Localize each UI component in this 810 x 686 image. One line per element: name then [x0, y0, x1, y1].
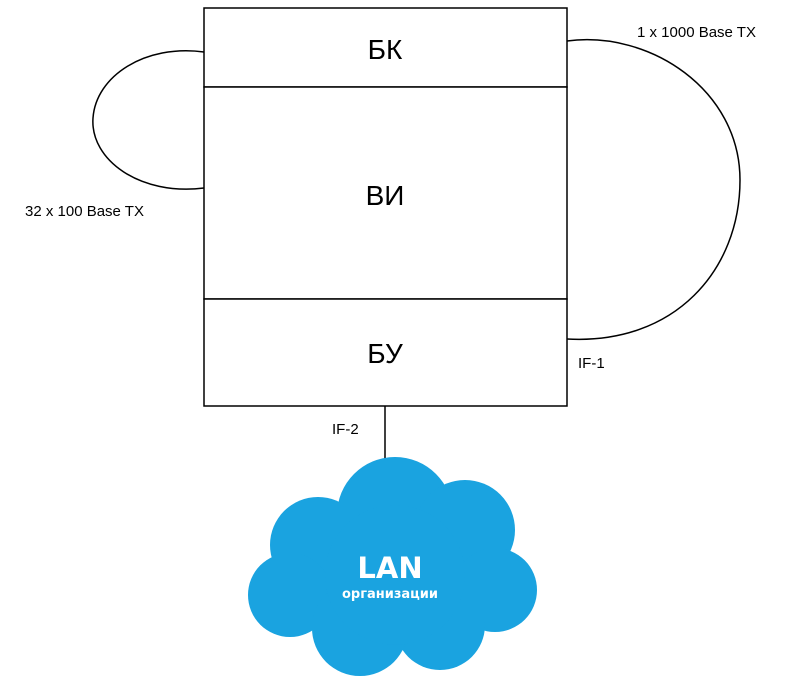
block-bk: [203, 7, 568, 88]
lan-cloud: [248, 457, 537, 676]
block-vi: [203, 86, 568, 300]
block-vi-label: ВИ: [366, 180, 405, 211]
block-bk-label: БК: [368, 34, 403, 65]
right-loop-top-label: 1 x 1000 Base TX: [637, 24, 756, 41]
downlink-label: IF-2: [332, 421, 359, 438]
left-loop-link: [92, 50, 205, 190]
right-loop-bottom-label: IF-1: [578, 355, 605, 372]
cloud-subtitle: организации: [342, 587, 438, 602]
block-bu-label: БУ: [367, 338, 403, 369]
equipment-stack: БК ВИ БУ: [203, 7, 568, 407]
left-loop-label: 32 x 100 Base TX: [25, 203, 144, 220]
block-bu: [203, 298, 568, 407]
right-loop-link: [566, 39, 741, 341]
cloud-title: LAN: [357, 551, 422, 585]
